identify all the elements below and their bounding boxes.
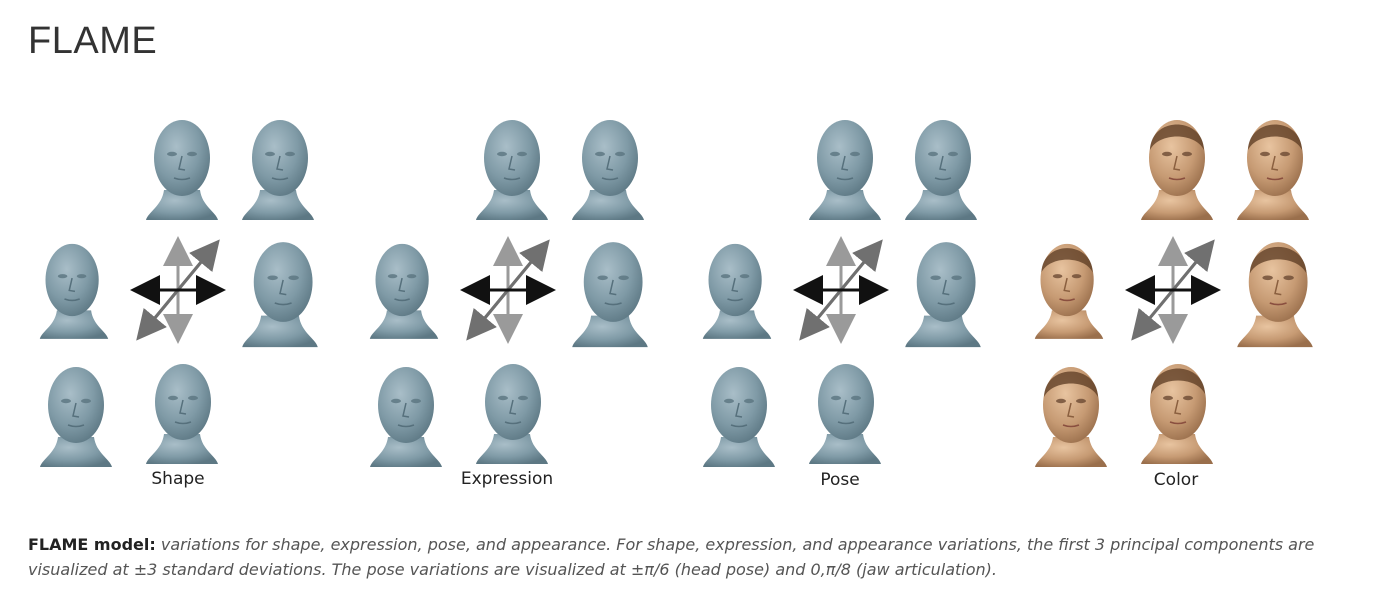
- pose-head-top-right: [905, 120, 977, 220]
- expression-head-mid-left: [369, 243, 439, 339]
- shape-arrow-cross: [130, 236, 226, 344]
- flame-variations-figure: Shape Expression Pose Color: [39, 120, 1313, 490]
- color-head-mid-left: [1034, 243, 1104, 339]
- shape-head-mid-right: [242, 242, 318, 348]
- color-head-bottom-left: [1035, 367, 1107, 467]
- pose-head-mid-right: [905, 242, 981, 348]
- color-head-top-right: [1237, 120, 1309, 220]
- color-arrow-cross: [1125, 236, 1221, 344]
- group-label-pose: Pose: [820, 470, 859, 490]
- expression-arrow-cross: [460, 236, 556, 344]
- pose-head-top-left: [809, 120, 881, 220]
- group-label-expression: Expression: [461, 469, 553, 489]
- pose-head-mid-left: [702, 243, 772, 339]
- group-label-color: Color: [1154, 470, 1198, 490]
- shape-head-bottom-left: [40, 367, 112, 467]
- expression-head-bottom-right: [476, 364, 548, 464]
- heads-layer: [39, 120, 1313, 467]
- arrows-layer: [130, 236, 1221, 344]
- pose-head-bottom-right: [809, 364, 881, 464]
- pose-arrow-cross: [793, 236, 889, 344]
- caption-bold: FLAME model:: [28, 535, 156, 554]
- caption-text: variations for shape, expression, pose, …: [28, 535, 1315, 579]
- shape-head-top-left: [146, 120, 218, 220]
- shape-head-bottom-right: [146, 364, 218, 464]
- shape-head-top-right: [242, 120, 314, 220]
- expression-head-mid-right: [572, 242, 648, 348]
- shape-head-mid-left: [39, 243, 109, 339]
- color-head-bottom-right: [1141, 364, 1213, 464]
- expression-head-top-right: [572, 120, 644, 220]
- color-head-mid-right: [1237, 242, 1313, 348]
- page-title: FLAME: [28, 20, 158, 62]
- group-label-shape: Shape: [151, 469, 204, 489]
- color-head-top-left: [1141, 120, 1213, 220]
- expression-head-bottom-left: [370, 367, 442, 467]
- figure-caption: FLAME model: variations for shape, expre…: [28, 532, 1348, 582]
- pose-head-bottom-left: [703, 367, 775, 467]
- expression-head-top-left: [476, 120, 548, 220]
